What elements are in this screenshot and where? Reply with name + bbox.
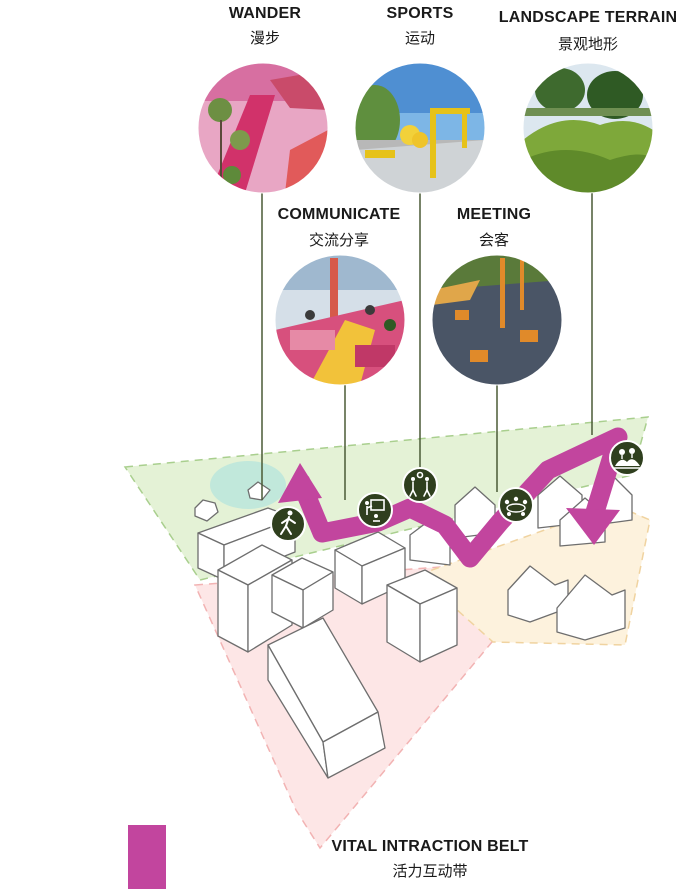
ball-players-icon bbox=[409, 471, 431, 497]
label-wander-cn: 漫步 bbox=[249, 29, 281, 47]
label-landscape-cn: 景观地形 bbox=[557, 35, 619, 53]
badge-communicate bbox=[357, 492, 393, 528]
label-meeting-cn: 会客 bbox=[478, 231, 510, 249]
walking-person-icon bbox=[280, 510, 296, 535]
legend-label-en: VITAL INTRACTION BELT bbox=[331, 838, 529, 855]
building bbox=[247, 481, 271, 501]
hills-trees-icon bbox=[614, 448, 640, 469]
photo-wander bbox=[197, 62, 329, 194]
photo-communicate bbox=[274, 254, 406, 386]
label-sports-en: SPORTS bbox=[386, 5, 454, 22]
badge-meeting bbox=[498, 487, 534, 523]
label-sports-cn: 运动 bbox=[404, 29, 436, 47]
label-landscape-en: LANDSCAPE TERRAIN bbox=[498, 9, 678, 26]
legend-swatch-belt bbox=[128, 825, 166, 889]
building bbox=[507, 565, 569, 623]
label-communicate-cn: 交流分享 bbox=[308, 231, 370, 249]
label-wander-en: WANDER bbox=[228, 5, 302, 22]
badge-landscape bbox=[609, 440, 645, 476]
badge-wander bbox=[270, 506, 306, 542]
badge-sports bbox=[402, 467, 438, 503]
building bbox=[322, 711, 386, 779]
leader-lines bbox=[261, 193, 593, 500]
label-communicate-en: COMMUNICATE bbox=[277, 206, 401, 223]
photo-meeting bbox=[431, 254, 563, 386]
label-meeting-en: MEETING bbox=[456, 206, 532, 223]
building bbox=[194, 499, 219, 522]
building bbox=[419, 587, 458, 663]
legend-label-cn: 活力互动带 bbox=[392, 862, 468, 880]
buildings bbox=[194, 475, 633, 779]
photo-sports bbox=[354, 62, 486, 194]
wander-highlight bbox=[210, 461, 286, 509]
belt-arrowhead-left bbox=[278, 463, 322, 503]
presentation-icon bbox=[365, 499, 385, 522]
belt-arrowhead-right bbox=[566, 508, 620, 545]
building bbox=[556, 574, 626, 641]
photo-landscape bbox=[522, 62, 654, 194]
round-table-icon bbox=[504, 496, 528, 516]
